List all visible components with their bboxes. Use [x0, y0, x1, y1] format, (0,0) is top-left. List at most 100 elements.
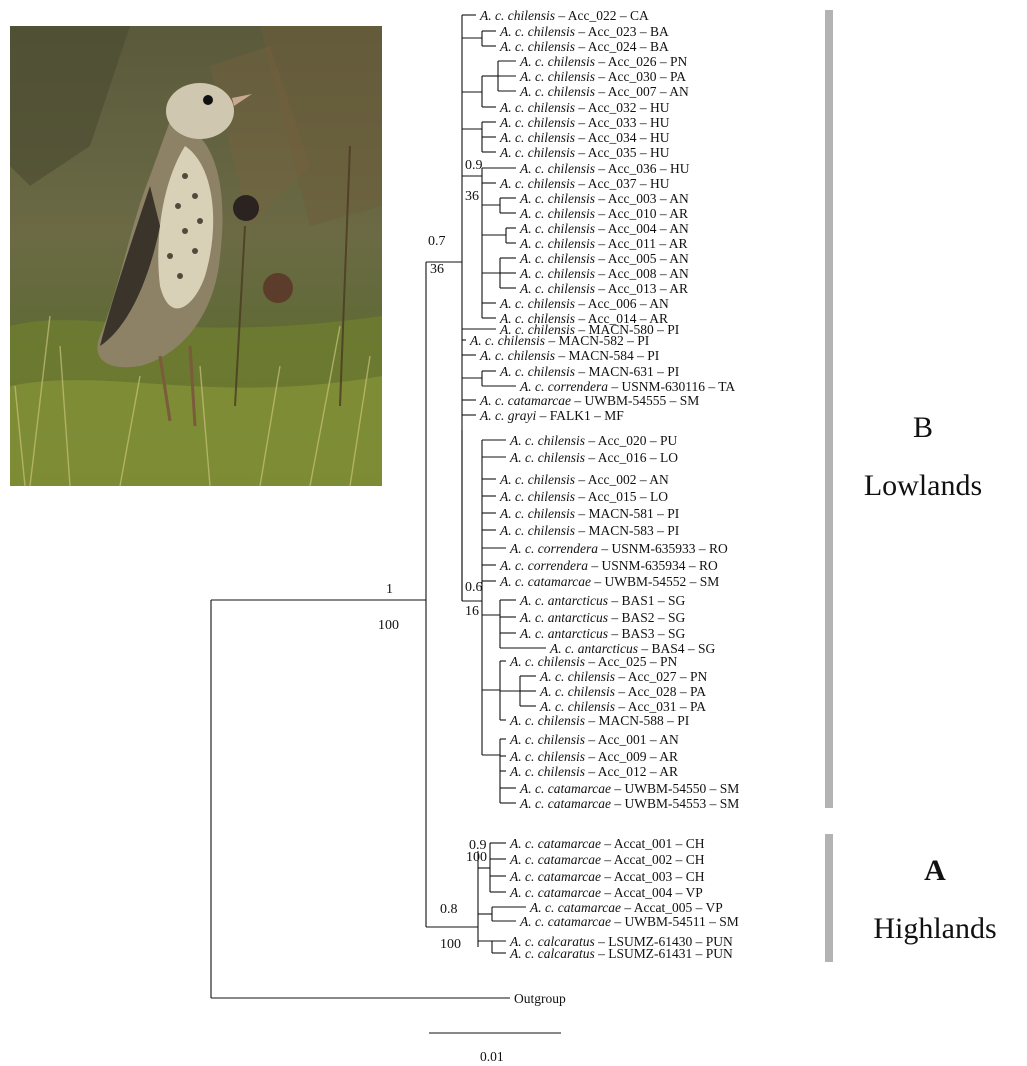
highland-pp: 0.8: [440, 902, 458, 917]
specimen-id: Acc_025: [598, 654, 647, 669]
locality-code: PA: [690, 684, 706, 699]
tip-label: A. c. catamarcae – Accat_001 – CH: [509, 836, 705, 851]
specimen-id: UWBM-54550: [624, 781, 706, 796]
taxon-name: A. c. chilensis: [499, 115, 575, 130]
tip-label: A. c. chilensis – Acc_037 – HU: [499, 176, 670, 191]
tip-label: A. c. chilensis – Acc_014 – AR: [499, 311, 668, 326]
tip-label: A. c. chilensis – Acc_010 – AR: [519, 206, 688, 221]
tip-label: A. c. antarcticus – BAS3 – SG: [519, 626, 686, 641]
tip-label: A. c. chilensis – Acc_035 – HU: [499, 145, 670, 160]
specimen-id: Acc_004: [608, 221, 657, 236]
taxon-name: A. c. chilensis: [499, 489, 575, 504]
locality-code: HU: [650, 130, 670, 145]
locality-code: PI: [647, 348, 660, 363]
taxon-name: A. c. antarcticus: [549, 641, 638, 656]
tip-label: A. c. chilensis – Acc_011 – AR: [519, 236, 688, 251]
specimen-id: Accat_004: [614, 885, 673, 900]
tip-label: A. c. chilensis – Acc_009 – AR: [509, 749, 678, 764]
taxon-name: A. c. chilensis: [539, 699, 615, 714]
clade-b-letter: B: [913, 411, 933, 444]
locality-code: SG: [668, 593, 686, 608]
specimen-id: MACN-631: [588, 364, 653, 379]
taxon-name: A. c. chilensis: [499, 39, 575, 54]
specimen-id: Acc_037: [588, 176, 637, 191]
tip-label: A. c. chilensis – Acc_004 – AN: [519, 221, 689, 236]
taxon-name: A. c. chilensis: [509, 713, 585, 728]
tip-label: A. c. chilensis – Acc_024 – BA: [499, 39, 669, 54]
tip-label: A. c. catamarcae – UWBM-54552 – SM: [499, 574, 719, 589]
taxon-name: A. c. chilensis: [509, 764, 585, 779]
taxon-name: A. c. chilensis: [499, 130, 575, 145]
specimen-id: Acc_005: [608, 251, 657, 266]
specimen-id: UWBM-54511: [624, 914, 705, 929]
locality-code: PI: [667, 364, 680, 379]
specimen-id: Acc_030: [608, 69, 657, 84]
lowlands-clade-bar: [825, 10, 833, 808]
tip-label: A. c. chilensis – Acc_005 – AN: [519, 251, 689, 266]
specimen-id: MACN-582: [558, 333, 623, 348]
tip-label: A. c. chilensis – Acc_008 – AN: [519, 266, 689, 281]
specimen-id: Acc_015: [588, 489, 637, 504]
taxon-name: A. c. catamarcae: [509, 885, 601, 900]
specimen-id: USNM-630116: [621, 379, 705, 394]
specimen-id: Acc_022: [568, 8, 617, 23]
lowland-bs: 36: [430, 262, 444, 277]
tip-label: A. c. chilensis – Acc_006 – AN: [499, 296, 669, 311]
tip-label: A. c. chilensis – Acc_036 – HU: [519, 161, 690, 176]
taxon-name: A. c. chilensis: [499, 100, 575, 115]
highlands-clade-bar: [825, 834, 833, 962]
locality-code: PN: [660, 654, 678, 669]
taxon-name: A. c. antarcticus: [519, 610, 608, 625]
specimen-id: Acc_008: [608, 266, 657, 281]
locality-code: CA: [630, 8, 649, 23]
locality-code: PUN: [706, 946, 733, 961]
locality-code: PI: [667, 506, 680, 521]
taxon-name: A. c. chilensis: [539, 684, 615, 699]
specimen-id: Acc_026: [608, 54, 657, 69]
tip-label: A. c. calcaratus – LSUMZ-61431 – PUN: [509, 946, 733, 961]
tip-label: A. c. catamarcae – Accat_002 – CH: [509, 852, 705, 867]
tip-label: A. c. calcaratus – LSUMZ-61430 – PUN: [509, 934, 733, 949]
root-pp: 1: [386, 582, 393, 597]
taxon-name: A. c. chilensis: [539, 669, 615, 684]
taxon-name: A. c. chilensis: [519, 206, 595, 221]
taxon-name: A. c. chilensis: [519, 69, 595, 84]
locality-code: SM: [680, 393, 700, 408]
taxon-name: A. c. chilensis: [499, 311, 575, 326]
locality-code: PA: [670, 69, 686, 84]
locality-code: HU: [670, 161, 690, 176]
taxon-name: A. c. chilensis: [509, 450, 585, 465]
tip-label: A. c. chilensis – MACN-581 – PI: [499, 506, 680, 521]
taxon-name: A. c. catamarcae: [519, 796, 611, 811]
specimen-id: MACN-588: [598, 713, 664, 728]
taxon-name: A. c. catamarcae: [509, 869, 601, 884]
taxon-name: A. c. catamarcae: [519, 914, 611, 929]
specimen-id: Acc_007: [608, 84, 657, 99]
taxon-name: A. c. chilensis: [499, 322, 575, 337]
specimen-id: BAS2: [621, 610, 654, 625]
specimen-id: USNM-635933: [611, 541, 695, 556]
taxon-name: A. c. chilensis: [519, 281, 595, 296]
tip-label: A. c. catamarcae – UWBM-54553 – SM: [519, 796, 739, 811]
locality-code: AN: [669, 191, 689, 206]
specimen-id: Acc_033: [588, 115, 637, 130]
tip-label: A. c. chilensis – Acc_016 – LO: [509, 450, 678, 465]
specimen-id: Accat_003: [614, 869, 673, 884]
tip-label: A. c. catamarcae – UWBM-54550 – SM: [519, 781, 739, 796]
tip-label: A. c. chilensis – Acc_033 – HU: [499, 115, 670, 130]
tip-label: A. c. chilensis – Acc_003 – AN: [519, 191, 689, 206]
taxon-name: A. c. chilensis: [499, 364, 575, 379]
taxon-name: A. c. chilensis: [519, 54, 595, 69]
specimen-id: UWBM-54552: [604, 574, 686, 589]
tip-label: A. c. correndera – USNM-635934 – RO: [499, 558, 718, 573]
tip-label: A. c. catamarcae – UWBM-54511 – SM: [519, 914, 739, 929]
tip-label: A. c. chilensis – Acc_030 – PA: [519, 69, 686, 84]
locality-code: AN: [649, 296, 669, 311]
specimen-id: USNM-635934: [601, 558, 685, 573]
tip-label: A. c. chilensis – Acc_025 – PN: [509, 654, 677, 669]
tip-label: A. c. chilensis – Acc_001 – AN: [509, 732, 679, 747]
locality-code: RO: [709, 541, 728, 556]
locality-code: AR: [669, 281, 688, 296]
tip-label: A. c. antarcticus – BAS1 – SG: [519, 593, 686, 608]
